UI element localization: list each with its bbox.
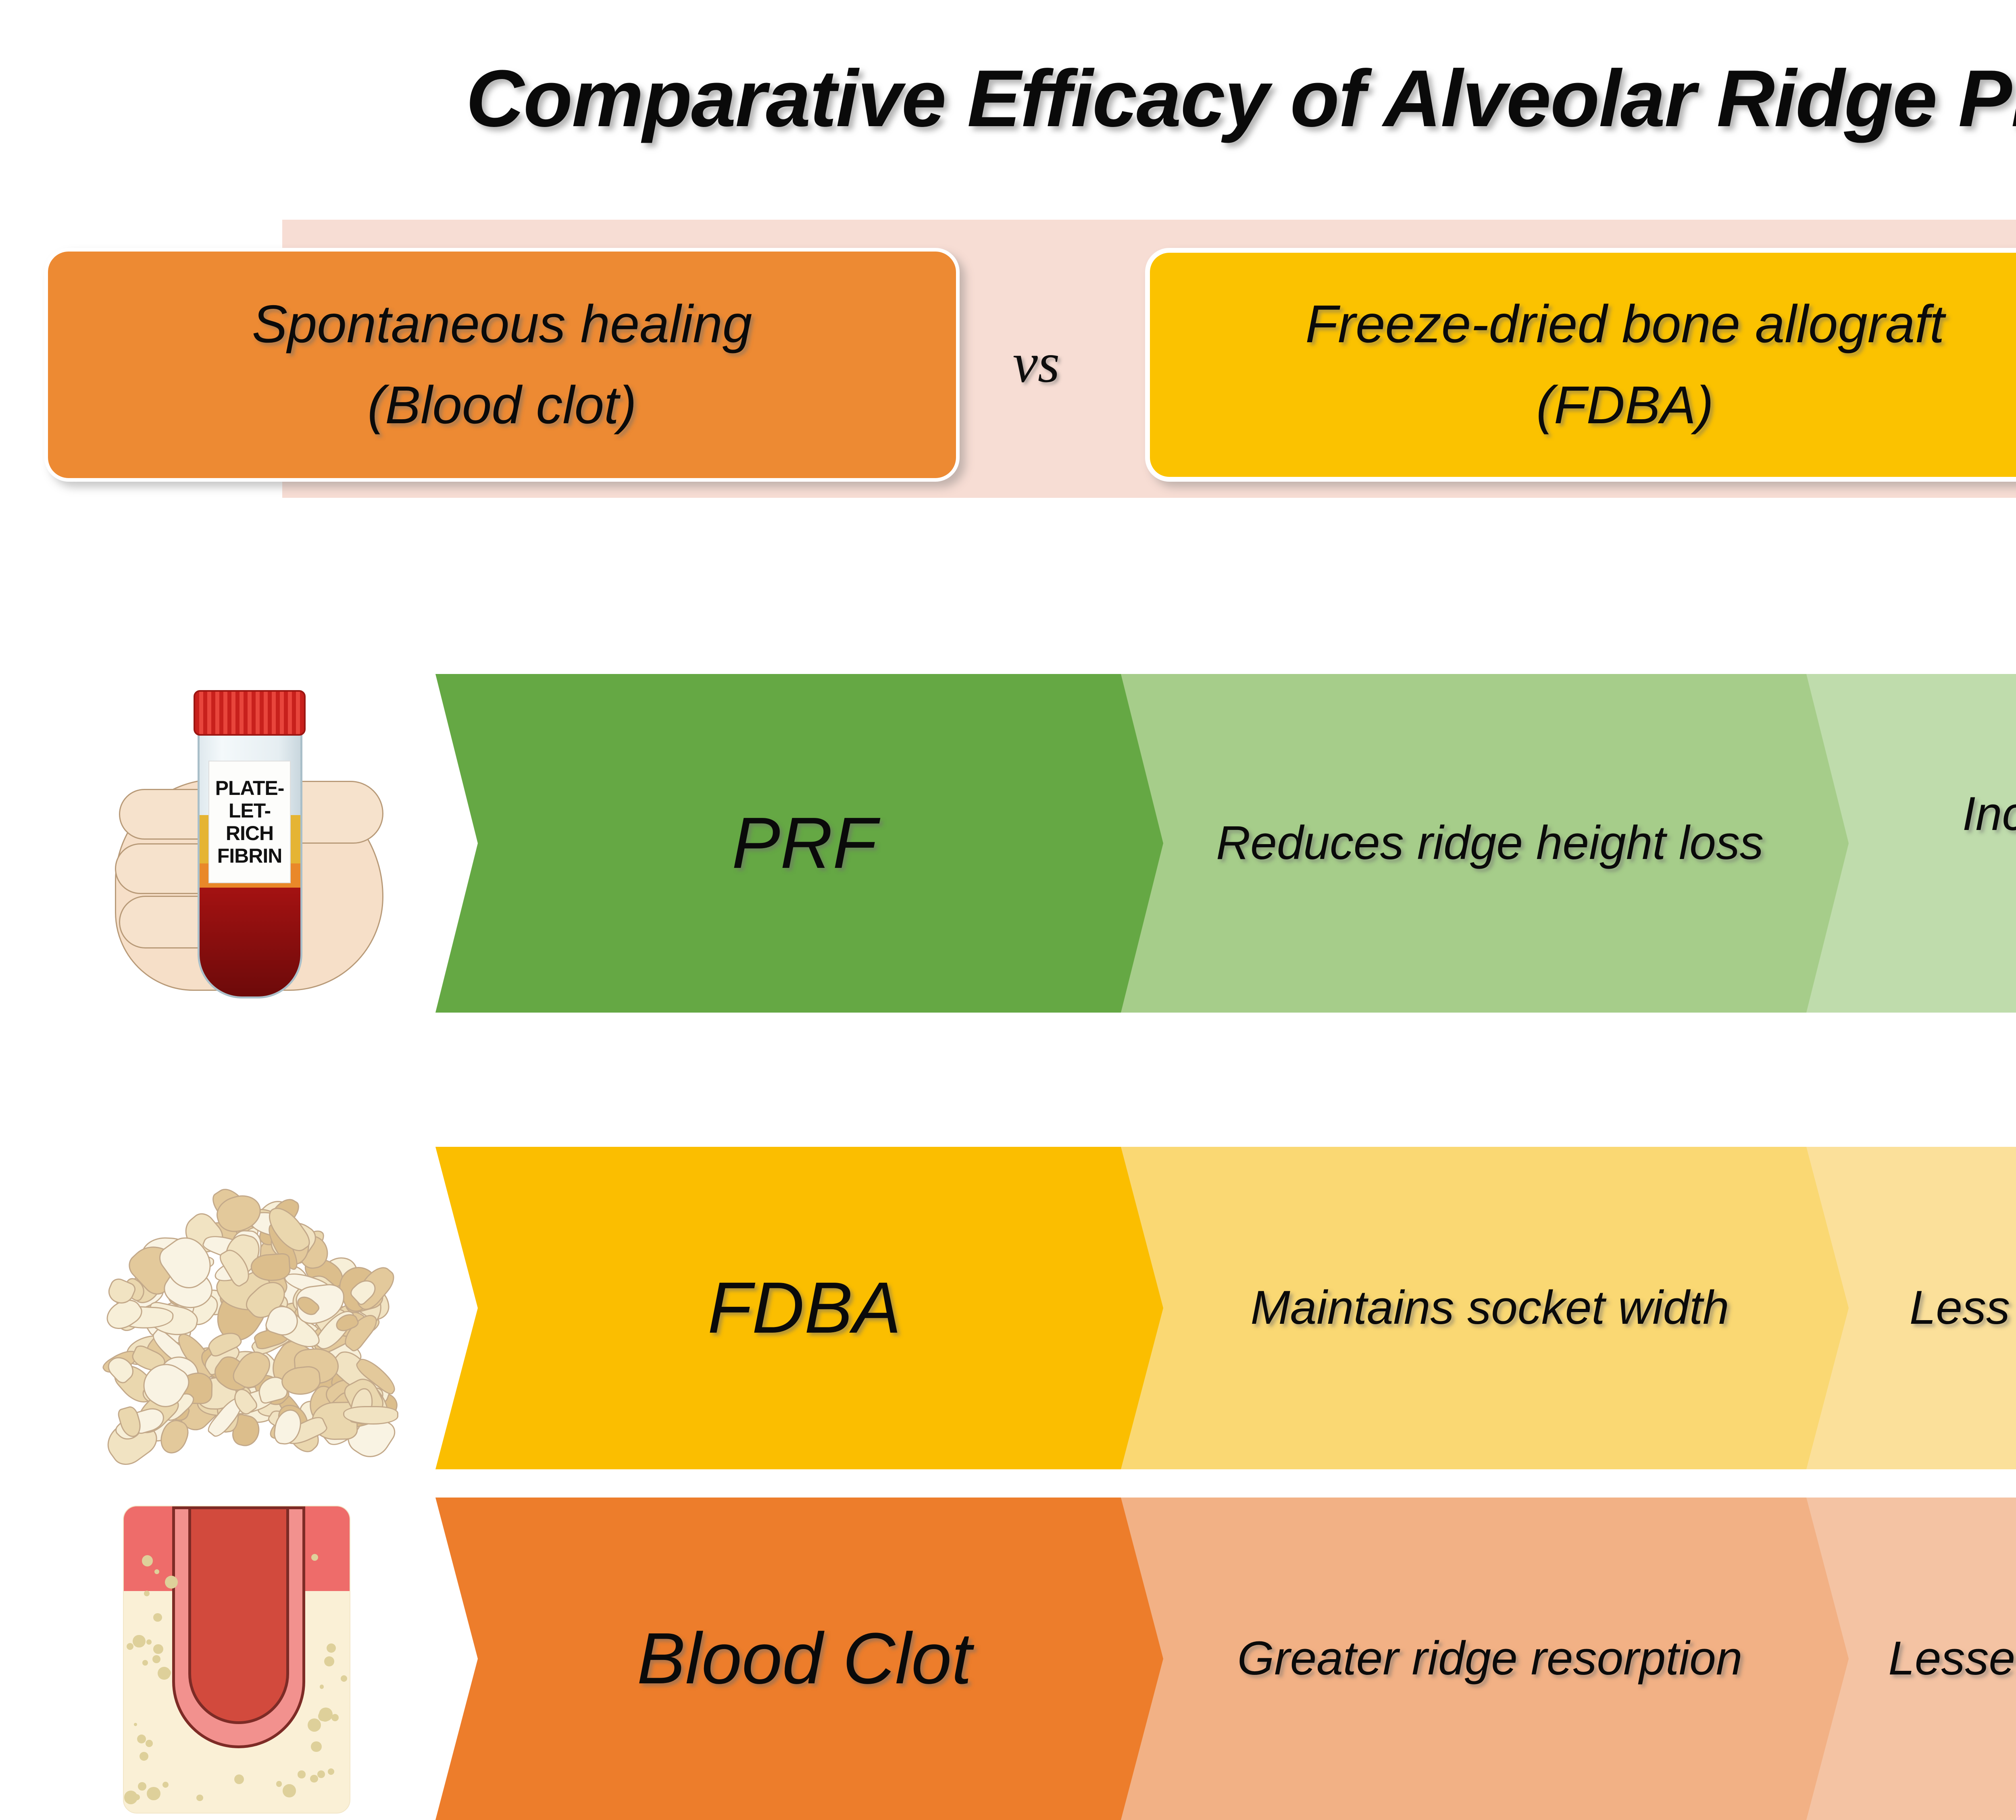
chevron-label: Maintains socket width: [1250, 1281, 1729, 1335]
chevron-label: Greater ridge resorption: [1237, 1632, 1743, 1685]
comparison-box-fdba[interactable]: Freeze-dried bone allograft (FDBA): [1145, 248, 2016, 482]
marrow-space: [138, 1782, 147, 1791]
chevron-label: Less new bone formation: [1909, 1281, 2010, 1335]
marrow-space: [326, 1643, 336, 1653]
chevron-outcome-2-blood-clot[interactable]: Lesser new bone formation: [1806, 1498, 2016, 1820]
marrow-space: [324, 1656, 334, 1666]
red-blood-cell-layer: [200, 886, 300, 996]
extraction-socket-clot-icon: [95, 1498, 401, 1820]
marrow-space: [142, 1660, 148, 1666]
marrow-space: [162, 1782, 169, 1788]
chevron-label: Reduces ridge height loss: [1216, 816, 1764, 870]
marrow-space: [283, 1784, 296, 1797]
marrow-space: [276, 1781, 282, 1787]
marrow-space: [146, 1639, 152, 1645]
marrow-space: [142, 1555, 153, 1566]
chevron-outcome-1-prf[interactable]: Reduces ridge height loss: [1121, 674, 1859, 1013]
comparison-box-line2: (Blood clot): [367, 375, 637, 435]
comparison-box-line1: Freeze-dried bone allograft: [1305, 294, 1945, 354]
row-blood-clot: Blood Clot Greater ridge resorption Less…: [0, 1498, 2016, 1820]
page-title: Comparative Efficacy of Alveolar Ridge P…: [466, 54, 2016, 144]
marrow-space: [124, 1791, 138, 1804]
vs-separator-1: vs: [1012, 332, 1060, 394]
marrow-space: [133, 1722, 137, 1726]
marrow-space: [133, 1635, 146, 1648]
chevron-label: PRF: [731, 803, 877, 884]
marrow-space: [311, 1741, 322, 1752]
marrow-space: [318, 1711, 329, 1721]
marrow-space: [157, 1667, 171, 1680]
marrow-space: [146, 1740, 153, 1747]
tube-cap-icon: [194, 690, 306, 736]
marrow-space: [152, 1655, 161, 1664]
marrow-space: [327, 1768, 334, 1775]
comparison-box-spontaneous-healing[interactable]: Spontaneous healing (Blood clot): [44, 248, 960, 482]
comparison-box-line2: (FDBA): [1536, 375, 1714, 435]
bone-graft-granules-icon: [95, 1147, 401, 1471]
marrow-space: [154, 1569, 160, 1575]
chevron-lead-blood-clot[interactable]: Blood Clot: [435, 1498, 1173, 1820]
marrow-space: [196, 1794, 203, 1801]
marrow-space: [311, 1554, 318, 1561]
marrow-space: [340, 1675, 347, 1682]
marrow-space: [165, 1576, 178, 1589]
chevron-lead-fdba[interactable]: FDBA: [435, 1147, 1173, 1469]
marrow-space: [331, 1714, 339, 1722]
blood-clot-fill: [188, 1506, 289, 1724]
chevron-outcome-1-fdba[interactable]: Maintains socket width: [1121, 1147, 1859, 1469]
chevron-label: Increases new bone formation: [1962, 787, 2002, 841]
chevron-label: Lesser new bone formation: [1888, 1632, 2016, 1685]
marrow-space: [319, 1685, 324, 1689]
comparison-box-line1: Spontaneous healing: [252, 294, 752, 354]
marrow-space: [307, 1718, 321, 1732]
marrow-space: [144, 1591, 150, 1597]
marrow-space: [153, 1644, 163, 1654]
marrow-space: [126, 1643, 134, 1650]
chevron-label: FDBA: [707, 1267, 902, 1349]
chevron-lead-prf[interactable]: PRF: [435, 674, 1173, 1013]
marrow-space: [147, 1787, 160, 1800]
marrow-space: [234, 1774, 244, 1785]
marrow-space: [138, 1734, 144, 1740]
marrow-space: [310, 1775, 318, 1783]
marrow-space: [139, 1751, 148, 1761]
chevron-outcome-1-blood-clot[interactable]: Greater ridge resorption: [1121, 1498, 1859, 1820]
row-fdba: FDBA Maintains socket width Less new bon…: [0, 1147, 2016, 1471]
chevron-label: Blood Clot: [637, 1618, 972, 1699]
marrow-space: [153, 1613, 162, 1622]
bone-granule: [343, 1406, 398, 1425]
marrow-space: [317, 1770, 325, 1778]
marrow-space: [298, 1770, 306, 1778]
